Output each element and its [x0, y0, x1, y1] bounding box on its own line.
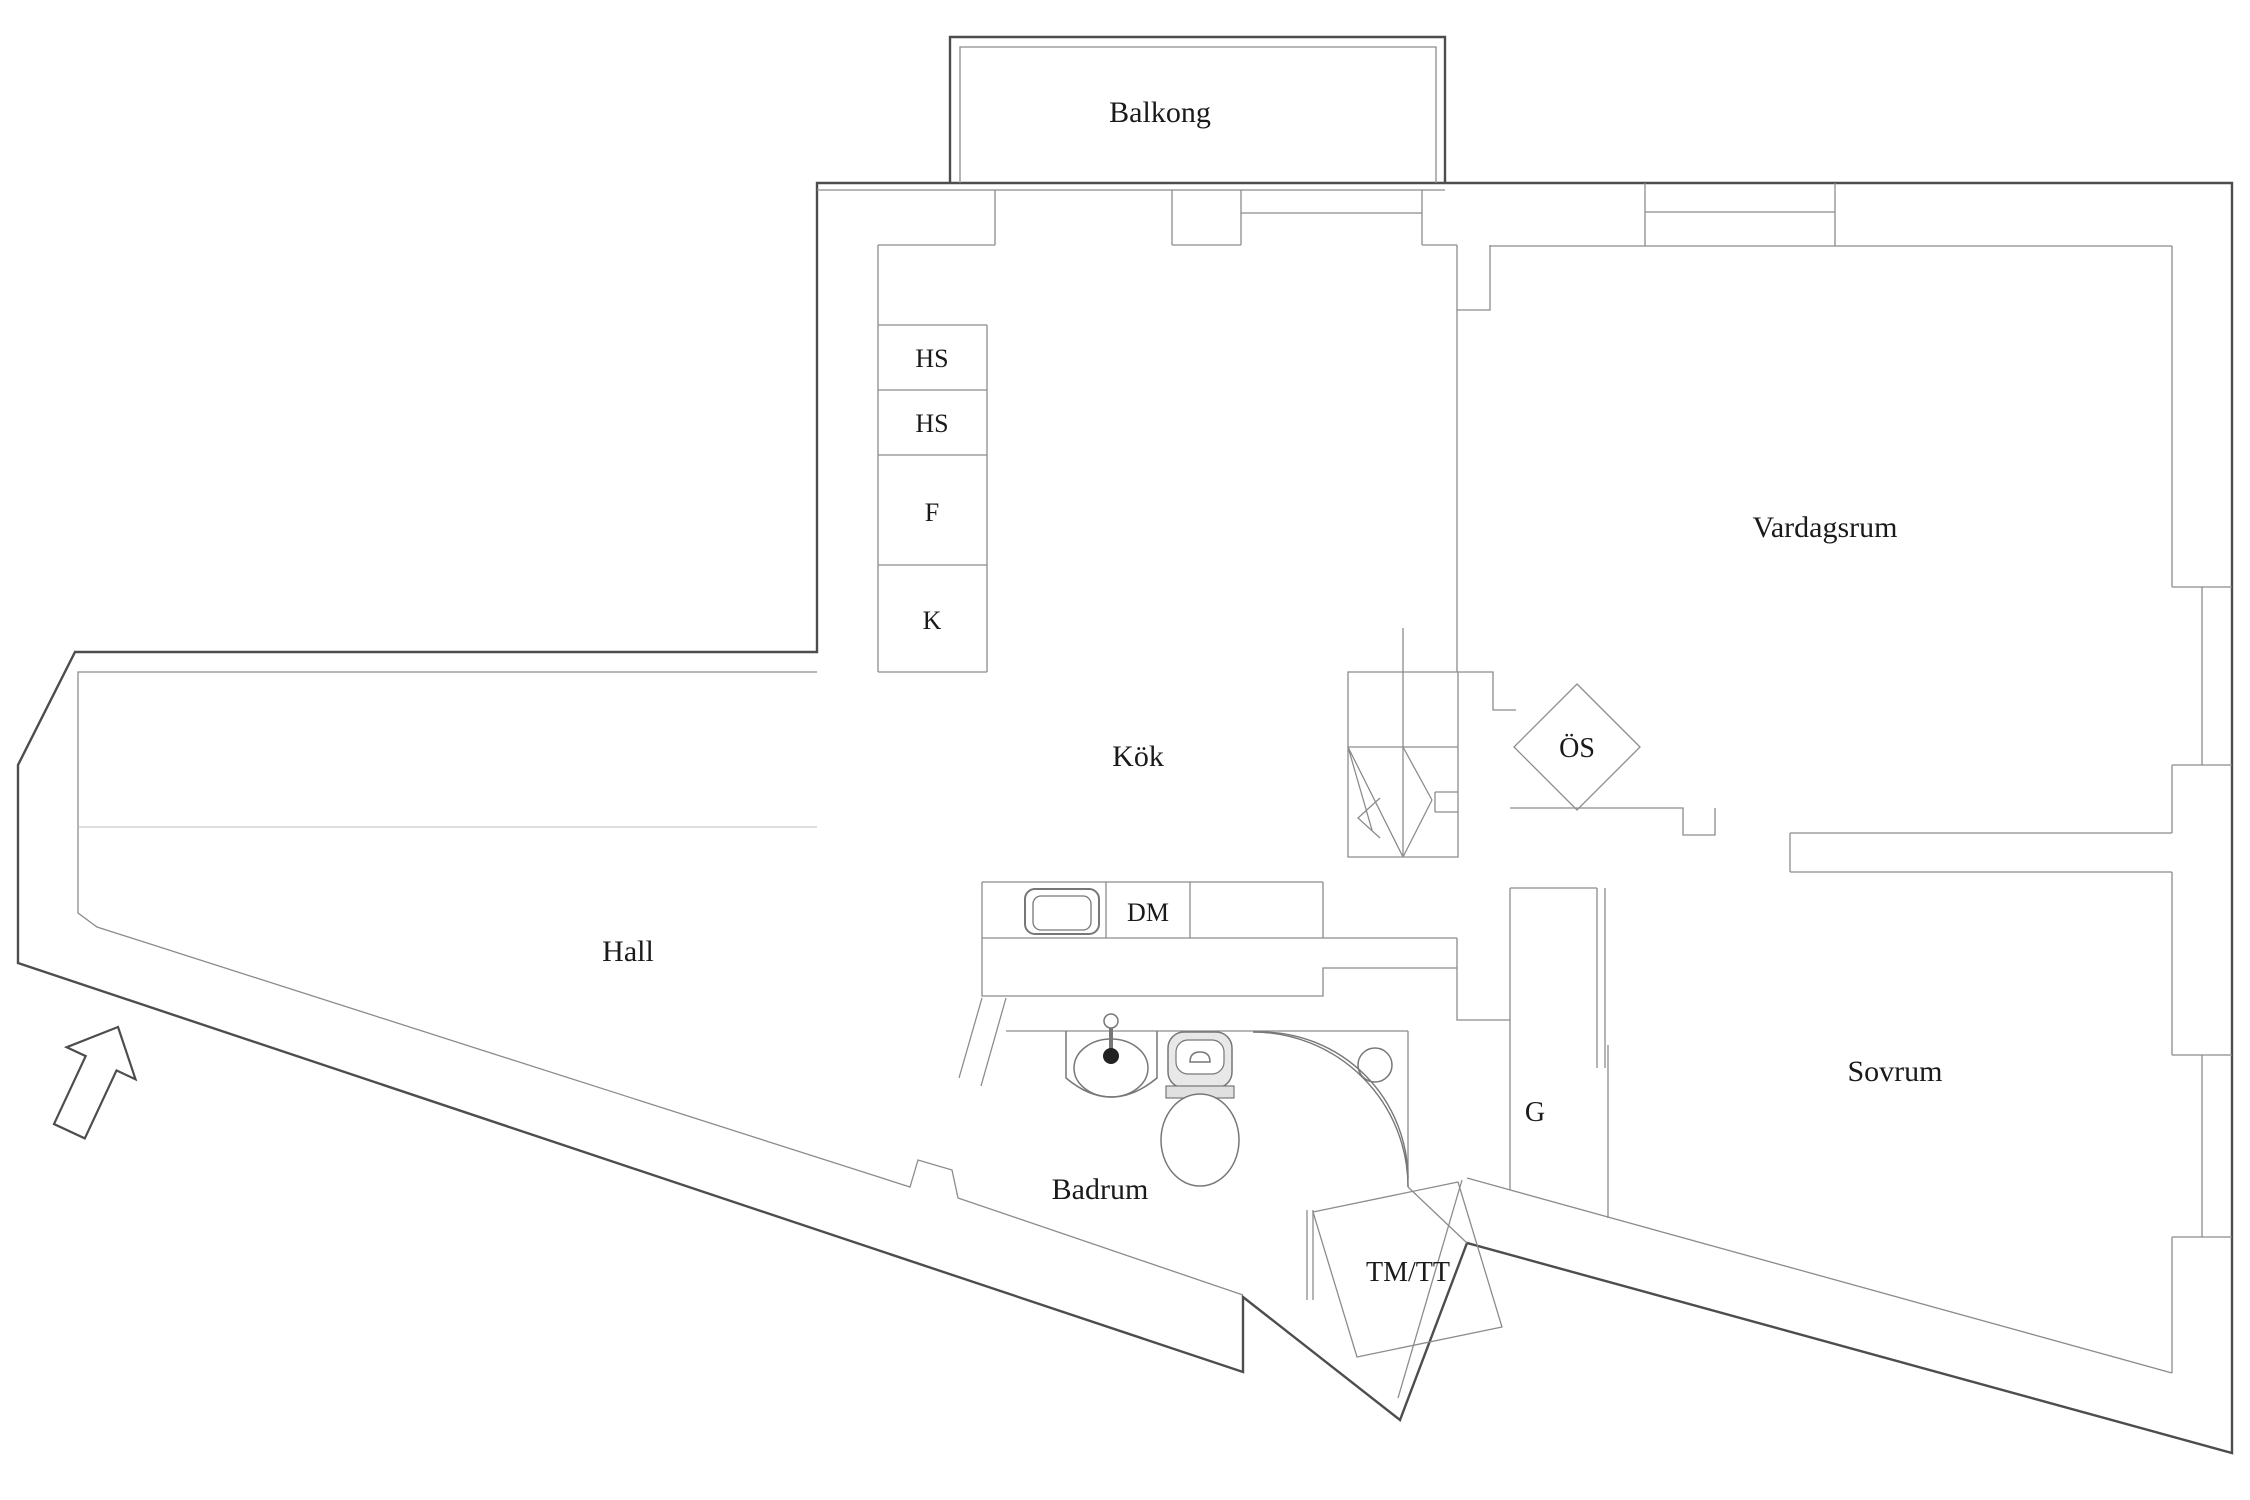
- shower-corner: [1252, 1031, 1409, 1188]
- closet-column: [877, 245, 988, 673]
- room-label-balkong: Balkong: [1109, 96, 1211, 129]
- corridor-double-wall: [1306, 1210, 1314, 1300]
- label-os: ÖS: [1559, 733, 1595, 764]
- shower-door-arc-inner: [1260, 1031, 1409, 1180]
- toilet-bowl: [1160, 1093, 1240, 1187]
- kitchen-bathroom-wall: [981, 938, 1510, 1021]
- corridor-south-wall: [1510, 807, 1716, 836]
- closet-label-k: K: [923, 606, 942, 635]
- os-column-diamond: [1513, 683, 1641, 811]
- label-g: G: [1525, 1097, 1545, 1128]
- shaft-upper-stubs: [1402, 310, 1516, 711]
- balcony-outline: [948, 35, 1447, 183]
- window-top-right: [1644, 183, 1836, 246]
- outer-walls: [16, 35, 2234, 1455]
- top-wall-pillar: [1456, 245, 1491, 311]
- label-dm: DM: [1127, 898, 1169, 927]
- g-closet-walls: [1509, 887, 1609, 1218]
- bathroom-sink: [1065, 1013, 1158, 1098]
- toilet: [1160, 1031, 1240, 1187]
- livingroom-bedroom-wall: [1789, 832, 2172, 873]
- floor-drain: [1357, 1047, 1393, 1083]
- stair-shaft-brace: [1347, 746, 1433, 858]
- shower-door-arc: [1252, 1031, 1409, 1188]
- hall-inner-boundary: [77, 671, 1244, 1296]
- closet-label-f: F: [925, 498, 939, 527]
- bathroom-walls: [1006, 1030, 1468, 1244]
- entrance-arrow: [52, 1025, 138, 1140]
- toilet-button: [1189, 1051, 1211, 1063]
- label-tmtt: TM/TT: [1366, 1257, 1450, 1288]
- window-right-livingroom: [2172, 586, 2232, 766]
- window-right-bedroom: [2172, 1054, 2232, 1238]
- bedroom-bottom-inner-slant: [1466, 1177, 2173, 1374]
- closet-label-hs2: HS: [915, 409, 948, 438]
- apartment-outline: [16, 181, 2234, 1455]
- balcony-door-piers: [994, 190, 1423, 245]
- room-label-vardagsrum: Vardagsrum: [1753, 511, 1898, 544]
- room-label-hall: Hall: [602, 935, 654, 968]
- inner-walls: [77, 46, 2232, 1399]
- room-label-sovrum: Sovrum: [1847, 1055, 1942, 1088]
- room-label-badrum: Badrum: [1052, 1173, 1149, 1206]
- tm-tt-unit: [1312, 1181, 1503, 1358]
- balcony-inner-line: [959, 46, 1437, 183]
- closet-label-hs1: HS: [915, 344, 948, 373]
- stair-shaft-box: [1347, 671, 1459, 858]
- badrum-door-jamb: [958, 997, 1007, 1087]
- kitchen-sink: [1024, 888, 1100, 935]
- sink-tap-dot: [1103, 1048, 1119, 1064]
- room-label-kok: Kök: [1112, 740, 1164, 773]
- notch-inner-edge: [1397, 1179, 1463, 1399]
- kitchen-counter: [981, 881, 1457, 939]
